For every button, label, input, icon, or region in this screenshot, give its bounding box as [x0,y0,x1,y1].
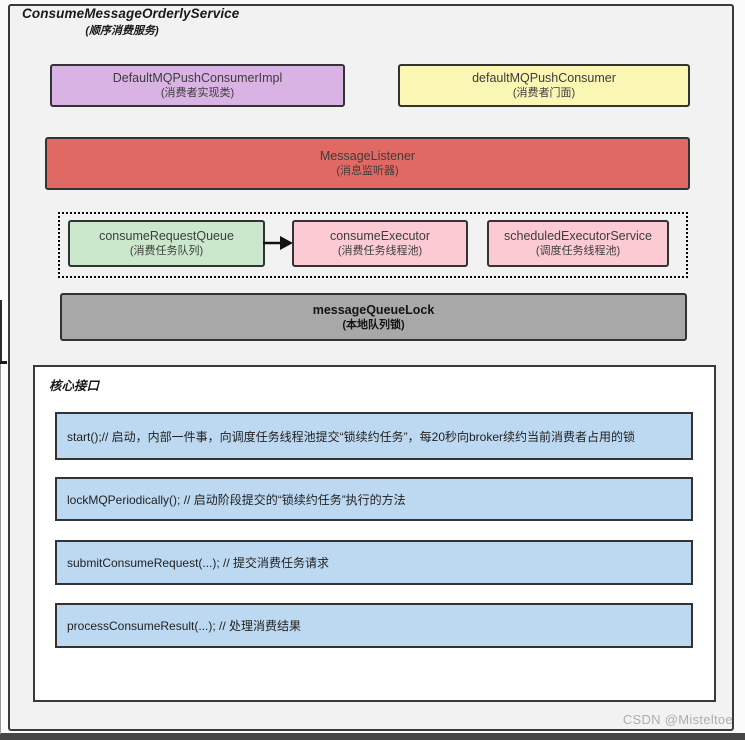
diagram-subtitle: (顺序消费服务) [85,25,159,37]
flow-arrow-icon [263,236,293,250]
node-consume-request-queue: consumeRequestQueue (消费任务队列) [68,220,265,267]
node-default-mq-push-consumer: defaultMQPushConsumer (消费者门面) [398,64,690,107]
left-edge-line [0,300,2,364]
node-name: consumeExecutor [329,229,431,244]
node-name: defaultMQPushConsumer [472,71,616,86]
method-row-start: start();// 启动，内部一件事，向调度任务线程池提交“锁续约任务”，每2… [55,412,693,460]
node-scheduled-executor-service: scheduledExecutorService (调度任务线程池) [487,220,669,267]
node-label: (调度任务线程池) [535,245,621,258]
node-message-queue-lock: messageQueueLock (本地队列锁) [60,293,687,341]
method-row-process-consume-result: processConsumeResult(...); // 处理消费结果 [55,603,693,648]
watermark: CSDN @Misteltoe [622,712,733,727]
node-message-listener: MessageListener (消息监听器) [45,137,690,190]
node-consume-executor: consumeExecutor (消费任务线程池) [292,220,468,267]
node-label: (消息监听器) [336,165,399,178]
method-row-lock-mq-periodically: lockMQPeriodically(); // 启动阶段提交的“锁续约任务”执… [55,477,693,521]
node-label: (本地队列锁) [342,318,405,331]
left-edge-tick [0,361,7,364]
executor-group-frame [58,212,688,278]
node-name: DefaultMQPushConsumerImpl [112,71,283,86]
node-name: MessageListener [319,149,416,164]
node-label: (消费者门面) [512,87,576,100]
core-interface-heading: 核心接口 [49,379,100,393]
method-row-submit-consume-request: submitConsumeRequest(...); // 提交消费任务请求 [55,540,693,585]
left-edge-line-faint [0,364,1,734]
node-label: (消费任务线程池) [337,245,423,258]
node-default-mq-push-consumer-impl: DefaultMQPushConsumerImpl (消费者实现类) [50,64,345,107]
node-name: consumeRequestQueue [99,229,234,244]
node-label: (消费者实现类) [160,87,235,100]
core-interface-panel: 核心接口 start();// 启动，内部一件事，向调度任务线程池提交“锁续约任… [33,365,716,702]
diagram-title: ConsumeMessageOrderlyService [22,6,240,21]
node-label: (消费任务队列) [129,245,204,258]
bottom-edge-strip [0,733,745,740]
node-name: scheduledExecutorService [504,229,652,244]
node-name: messageQueueLock [312,302,435,317]
